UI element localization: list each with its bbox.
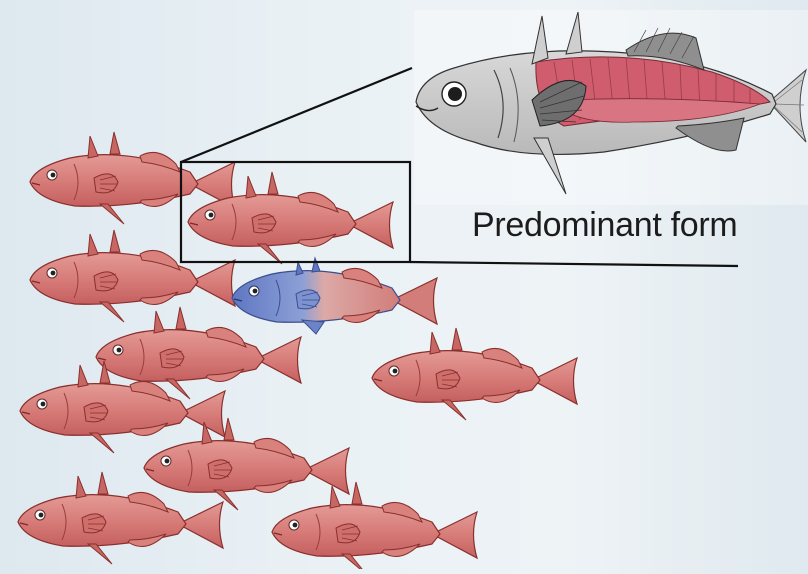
fish-red-9 bbox=[272, 482, 477, 569]
fish-red-5 bbox=[372, 328, 577, 420]
fish-blue bbox=[232, 258, 437, 334]
predominant-form-caption: Predominant form bbox=[472, 206, 737, 245]
stickleback-drawing bbox=[414, 10, 808, 205]
fish-red-3 bbox=[30, 230, 235, 322]
fish-red-7 bbox=[144, 418, 349, 510]
callout-line-lower bbox=[410, 262, 738, 266]
callout-line-upper bbox=[181, 68, 412, 162]
